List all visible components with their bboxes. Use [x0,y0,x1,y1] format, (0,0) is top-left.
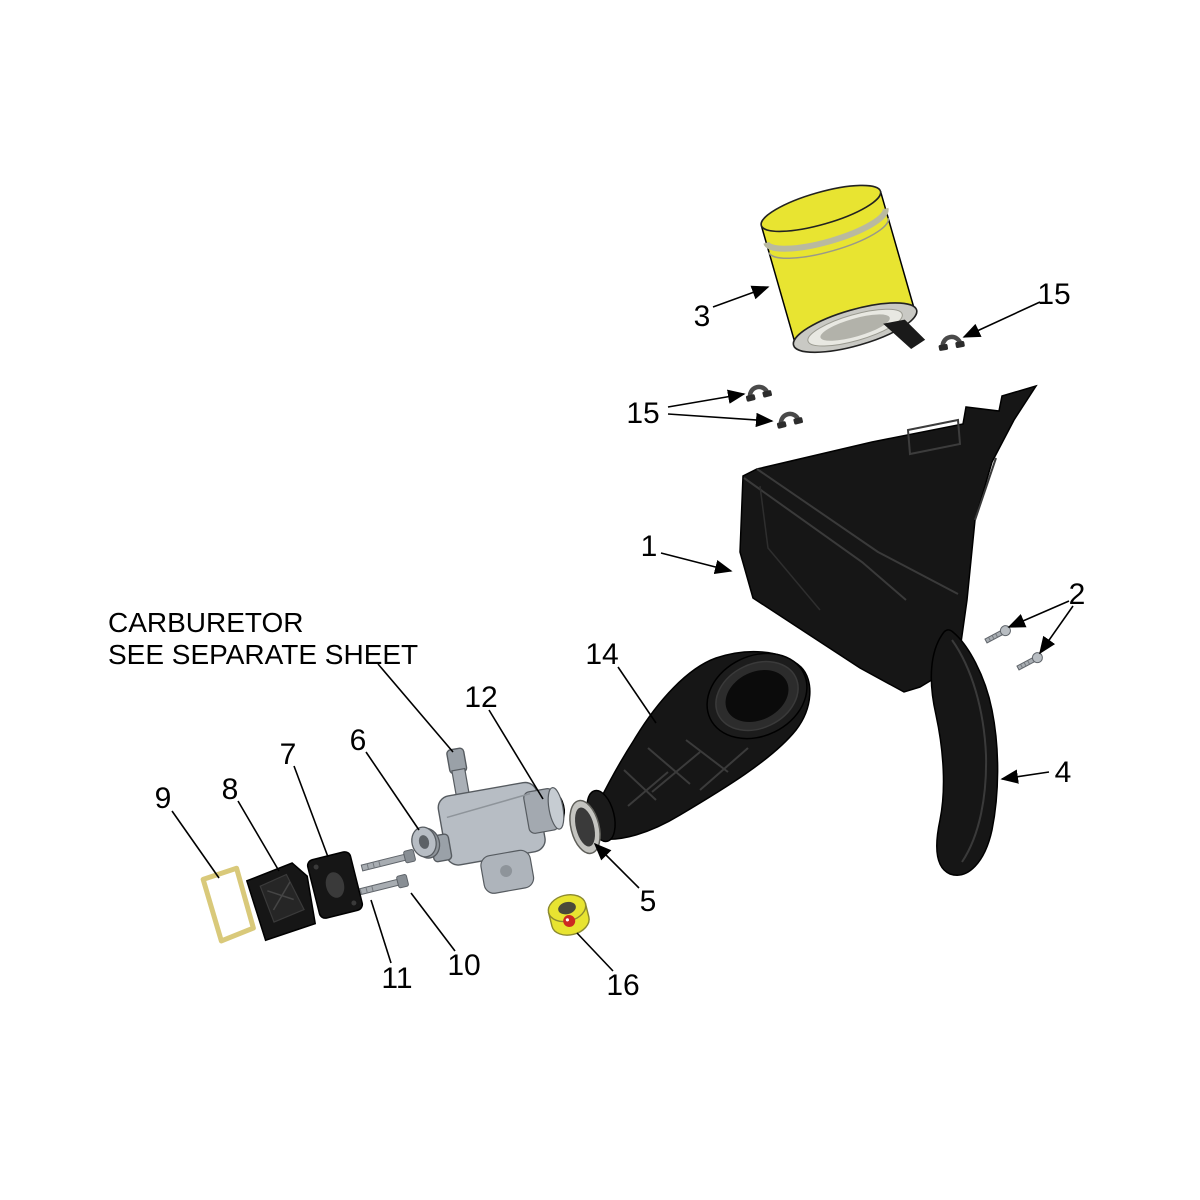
ring-logo [563,914,576,927]
part-label-15-left: 15 [626,397,659,430]
filter-bracket [883,319,926,349]
part-label-15-right: 15 [1037,278,1070,311]
screw-part-2b [1016,652,1043,671]
leader-15-left-b [667,412,774,428]
part-label-8: 8 [222,773,239,806]
leader-11 [370,899,392,964]
leader-7 [293,765,329,858]
leader-9 [171,810,220,879]
leader-15-right [962,301,1041,338]
mud-guard-highlight [951,639,988,863]
reed-block-face [259,873,305,923]
part-label-16: 16 [606,969,639,1002]
carburetor-assembly [429,747,565,894]
part-label-7: 7 [280,738,297,771]
screw-part-2a [984,625,1011,644]
bolt-part-10 [360,849,416,872]
leader-1 [660,552,733,574]
bolt-10-head [403,849,416,864]
leader-14 [617,666,657,724]
part-label-4: 4 [1055,756,1072,789]
leader-2a [1007,600,1070,628]
ring-logo-mark [565,918,569,922]
clamp-b-band [747,384,770,399]
spacer-washer-part [411,826,441,859]
carb-body-line [446,792,531,819]
part-label-11: 11 [381,962,412,995]
airbox-ridge-4 [759,485,821,611]
clamp-part-15b [745,384,772,402]
spacer-plate-hole [325,872,345,898]
leader-5 [593,842,640,889]
filter-band-line [768,218,890,260]
flange-ring-inner [575,807,595,847]
reed-petals [267,881,294,911]
bolt-10-threads [366,860,381,870]
leader-carburetor-note [377,663,454,753]
leader-2b [1039,605,1074,655]
carburetor-note-line2: SEE SEPARATE SHEET [108,639,418,670]
part-label-12: 12 [464,681,497,714]
airbox-ridge-3 [974,457,997,521]
bolt-11-threads [359,885,374,895]
airbox-ridge-2 [743,477,907,601]
reed-valve-part [245,862,317,942]
gasket-outline [200,865,256,944]
airbox-vent-detail [906,418,962,456]
mud-guard-part [930,629,999,876]
leader-10 [410,892,456,952]
clamp-part-15c [776,411,803,429]
air-filter-part [760,184,926,354]
clamp-a-ear-right [955,340,965,348]
clamp-c-ear-right [793,417,803,425]
part-label-10: 10 [447,949,480,982]
leader-16 [576,932,614,972]
clamp-a-band [940,334,963,348]
plate-bolt-hole-2 [351,900,357,906]
clamp-part-15a [938,334,965,351]
leader-12 [488,709,544,800]
gasket-part [200,865,256,944]
boot-large-opening [706,652,808,740]
clamp-c-ear-left [776,421,787,429]
airbox-part [739,384,1038,693]
ring-bore [558,901,576,915]
part-label-1: 1 [641,530,658,563]
part-label-14: 14 [585,638,618,671]
leader-15-left-a [667,389,746,408]
clamp-b-ear-left [745,394,756,402]
boot-rib-texture [623,739,749,807]
carburetor-note-line1: CARBURETOR [108,607,304,638]
part-label-5: 5 [640,885,657,918]
airbox-ridge-1 [756,468,959,595]
screw-b-head [1031,652,1043,664]
leader-6 [365,751,420,831]
leader-4 [1000,769,1050,784]
carb-outlet-face [547,787,565,830]
part-label-3: 3 [694,300,711,333]
washer-hole [418,835,430,849]
screw-a-head [999,625,1011,637]
screw-a-threads [988,633,998,642]
clamp-a-ear-left [938,343,949,351]
flange-ring-part [569,799,601,855]
part-label-9: 9 [155,782,172,815]
leader-8 [237,800,280,872]
clamp-b-ear-right [762,390,772,398]
filter-band [763,207,889,252]
bolt-11-head [396,874,409,889]
carb-bowl-screw [500,864,513,877]
leader-3 [712,285,770,308]
filter-top [760,184,882,233]
donut-ring-part [547,893,590,936]
screw-b-threads [1020,660,1030,669]
clamp-c-band [778,411,801,426]
filter-opening [820,314,890,341]
part-label-2: 2 [1069,578,1086,611]
plate-bolt-hole-1 [313,864,319,870]
part-label-6: 6 [350,724,367,757]
